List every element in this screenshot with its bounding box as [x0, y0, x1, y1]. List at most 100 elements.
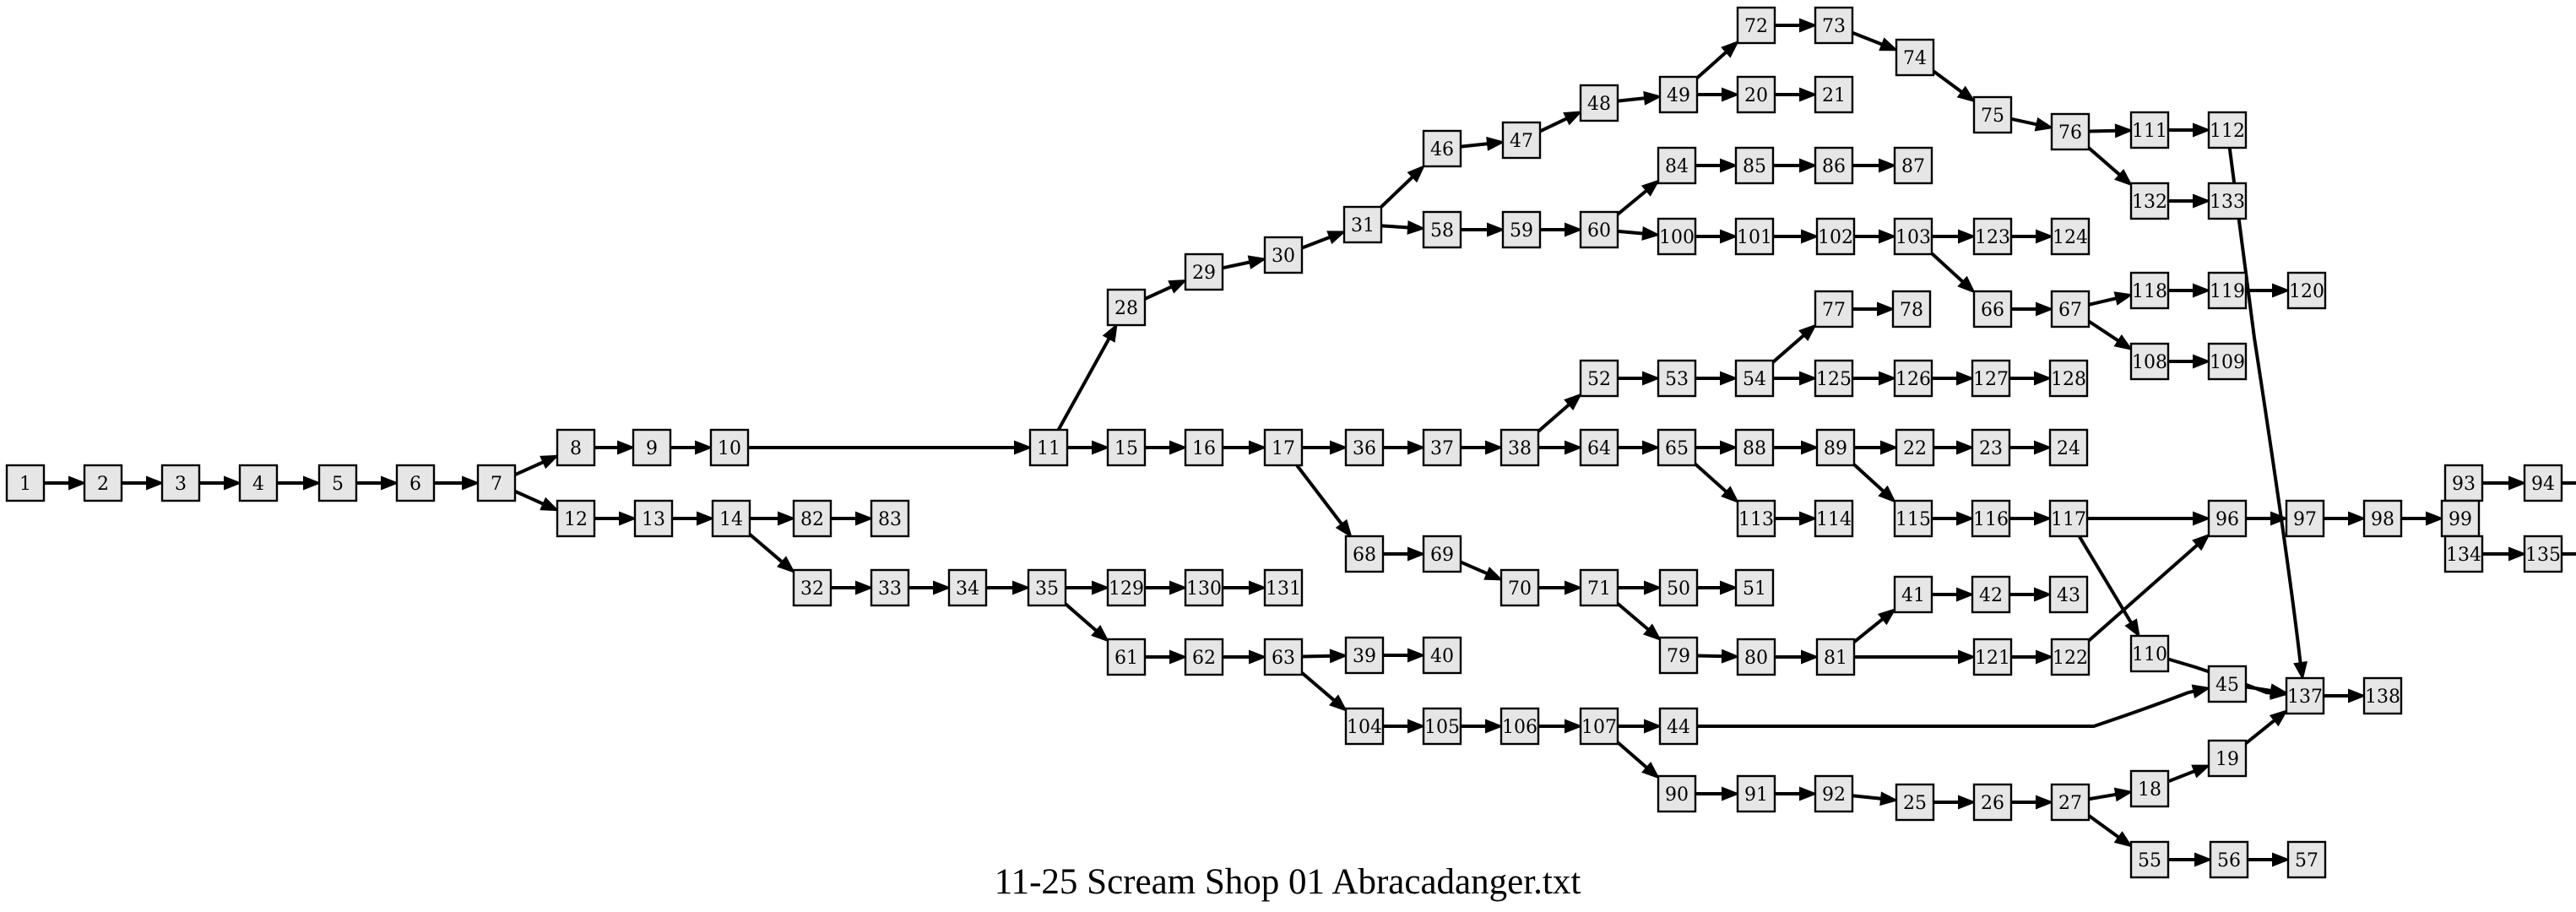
node-box-117 — [2048, 499, 2089, 538]
edge-23-24 — [2009, 440, 2053, 455]
edge-20-21 — [1775, 87, 1818, 102]
node-box-40 — [1422, 636, 1462, 675]
edge-arrowhead-101-102 — [1801, 229, 1819, 244]
node-47: 47 — [1501, 121, 1542, 160]
node-label-15: 15 — [1114, 438, 1138, 459]
node-label-42: 42 — [1979, 585, 2003, 606]
node-69: 69 — [1422, 535, 1462, 573]
node-131: 131 — [1263, 568, 1304, 607]
edge-arrowhead-39-40 — [1407, 648, 1426, 663]
node-17: 17 — [1263, 428, 1304, 467]
node-53: 53 — [1657, 359, 1697, 398]
node-box-33 — [870, 568, 910, 607]
edge-arrowhead-9-10 — [695, 440, 713, 455]
node-box-85 — [1734, 146, 1775, 185]
edge-line-81-41 — [1852, 616, 1885, 643]
node-box-49 — [1658, 75, 1699, 114]
node-label-66: 66 — [1981, 300, 2004, 321]
edge-arrowhead-53-54 — [1720, 371, 1738, 386]
node-72: 72 — [1736, 6, 1776, 45]
node-label-40: 40 — [1430, 646, 1454, 667]
edge-arrowhead-55-56 — [2194, 852, 2213, 867]
edge-50-51 — [1697, 580, 1738, 595]
node-box-53 — [1657, 359, 1697, 398]
node-61: 61 — [1106, 638, 1147, 676]
edge-arrowhead-17-68 — [1335, 518, 1353, 539]
edge-arrowhead-47-48 — [1563, 111, 1583, 126]
node-box-134 — [2443, 535, 2484, 573]
node-23: 23 — [1971, 428, 2011, 467]
edge-26-27 — [2011, 795, 2054, 810]
edge-arrowhead-134-135 — [2508, 546, 2527, 562]
node-label-73: 73 — [1822, 16, 1846, 37]
node-box-31 — [1342, 205, 1383, 244]
node-label-13: 13 — [642, 509, 665, 530]
node-label-93: 93 — [2452, 474, 2476, 495]
node-50: 50 — [1658, 568, 1699, 607]
edge-35-61 — [1064, 602, 1110, 643]
edge-44-45 — [1697, 684, 2211, 728]
edge-arrowhead-34-35 — [1012, 580, 1031, 595]
edge-arrowhead-33-34 — [933, 580, 952, 595]
edge-line-107-90 — [1616, 741, 1650, 770]
node-93: 93 — [2443, 464, 2484, 502]
edge-63-39 — [1301, 649, 1348, 664]
edge-122-96 — [2087, 533, 2211, 643]
edge-line-48-49 — [1617, 96, 1647, 103]
node-29: 29 — [1184, 252, 1224, 291]
edge-arrowhead-65-113 — [1721, 486, 1740, 504]
node-42: 42 — [1971, 575, 2011, 614]
node-5: 5 — [317, 464, 358, 502]
node-label-116: 116 — [1973, 509, 2009, 530]
edge-74-75 — [1932, 69, 1977, 103]
edge-70-71 — [1538, 580, 1583, 595]
edge-arrowhead-90-91 — [1722, 786, 1740, 801]
node-label-118: 118 — [2132, 281, 2167, 302]
edge-arrowhead-77-78 — [1877, 301, 1895, 317]
edge-10-11 — [748, 440, 1033, 455]
edge-line-28-29 — [1144, 284, 1174, 301]
node-box-43 — [2048, 575, 2089, 614]
node-box-75 — [1972, 95, 2013, 134]
node-117: 117 — [2048, 499, 2089, 538]
edges-layer — [44, 18, 2576, 867]
edge-arrowhead-116-117 — [2034, 511, 2053, 526]
node-box-120 — [2286, 271, 2327, 310]
edge-125-126 — [1852, 371, 1897, 386]
node-12: 12 — [556, 499, 596, 538]
node-63: 63 — [1263, 638, 1304, 676]
node-box-3 — [160, 464, 201, 502]
node-label-113: 113 — [1738, 509, 1774, 530]
node-27: 27 — [2050, 783, 2091, 822]
edge-arrowhead-49-72 — [1721, 40, 1740, 58]
edge-36-37 — [1383, 440, 1426, 455]
edge-arrowhead-81-121 — [1958, 649, 1977, 665]
edge-arrowhead-67-108 — [2113, 334, 2134, 351]
node-box-98 — [2362, 499, 2403, 538]
edge-arrowhead-49-20 — [1722, 87, 1740, 102]
edge-64-65 — [1618, 440, 1661, 455]
node-label-57: 57 — [2295, 850, 2318, 871]
edge-arrowhead-27-55 — [2113, 831, 2134, 848]
edge-30-31 — [1301, 231, 1347, 250]
edge-101-102 — [1773, 229, 1819, 244]
node-box-38 — [1500, 428, 1540, 467]
edge-arrowhead-11-15 — [1092, 440, 1110, 455]
edge-arrowhead-132-133 — [2193, 193, 2211, 209]
edge-89-115 — [1852, 463, 1897, 503]
edge-line-74-75 — [1932, 69, 1965, 95]
node-box-137 — [2285, 676, 2325, 715]
edge-88-89 — [1773, 440, 1819, 455]
node-box-8 — [556, 428, 596, 467]
node-label-98: 98 — [2371, 509, 2394, 530]
node-box-4 — [238, 464, 279, 502]
edge-118-119 — [2168, 283, 2211, 298]
node-label-115: 115 — [1895, 509, 1931, 530]
edge-line-11-28 — [1056, 336, 1112, 431]
node-label-51: 51 — [1743, 578, 1766, 600]
edge-7-12 — [514, 490, 560, 512]
node-label-17: 17 — [1272, 438, 1295, 459]
edge-105-106 — [1461, 719, 1504, 734]
edge-arrowhead-63-39 — [1329, 649, 1348, 664]
node-label-23: 23 — [1979, 438, 2003, 459]
